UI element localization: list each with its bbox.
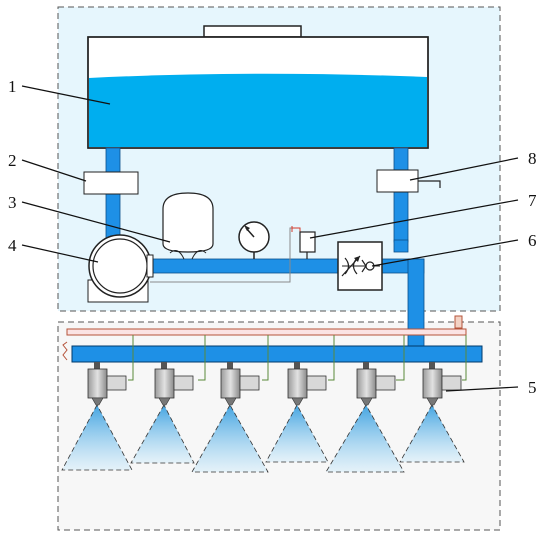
label-7: 7	[528, 191, 537, 210]
label-1: 1	[8, 77, 17, 96]
nozzle-icon	[130, 362, 195, 464]
label-3: 3	[8, 193, 17, 212]
label-4: 4	[8, 236, 17, 255]
nozzle-wires	[128, 335, 467, 381]
manifold-pipe	[71, 345, 483, 363]
callout-labels: 1 2 3 4 5 6 7 8	[8, 77, 537, 397]
water-tank	[87, 25, 429, 149]
label-6: 6	[528, 231, 537, 250]
label-8: 8	[528, 149, 537, 168]
label-2: 2	[8, 151, 17, 170]
inlet-filter	[83, 171, 139, 195]
label-5: 5	[528, 378, 537, 397]
pressure-tank-icon	[162, 192, 214, 260]
outlet-valve	[376, 169, 441, 193]
pump-icon	[87, 234, 154, 303]
nozzle-icon	[325, 362, 405, 473]
nozzle-array	[61, 362, 465, 473]
pressure-sensor-icon	[299, 231, 316, 259]
nozzle-icon	[265, 362, 329, 463]
sensor-wire	[291, 226, 301, 233]
leader-lines	[21, 85, 519, 392]
pressure-gauge-icon	[238, 221, 270, 259]
signal-wiring	[62, 315, 467, 361]
nozzle-icon	[399, 362, 465, 463]
nozzle-icon	[61, 362, 133, 471]
nozzle-icon	[191, 362, 269, 473]
